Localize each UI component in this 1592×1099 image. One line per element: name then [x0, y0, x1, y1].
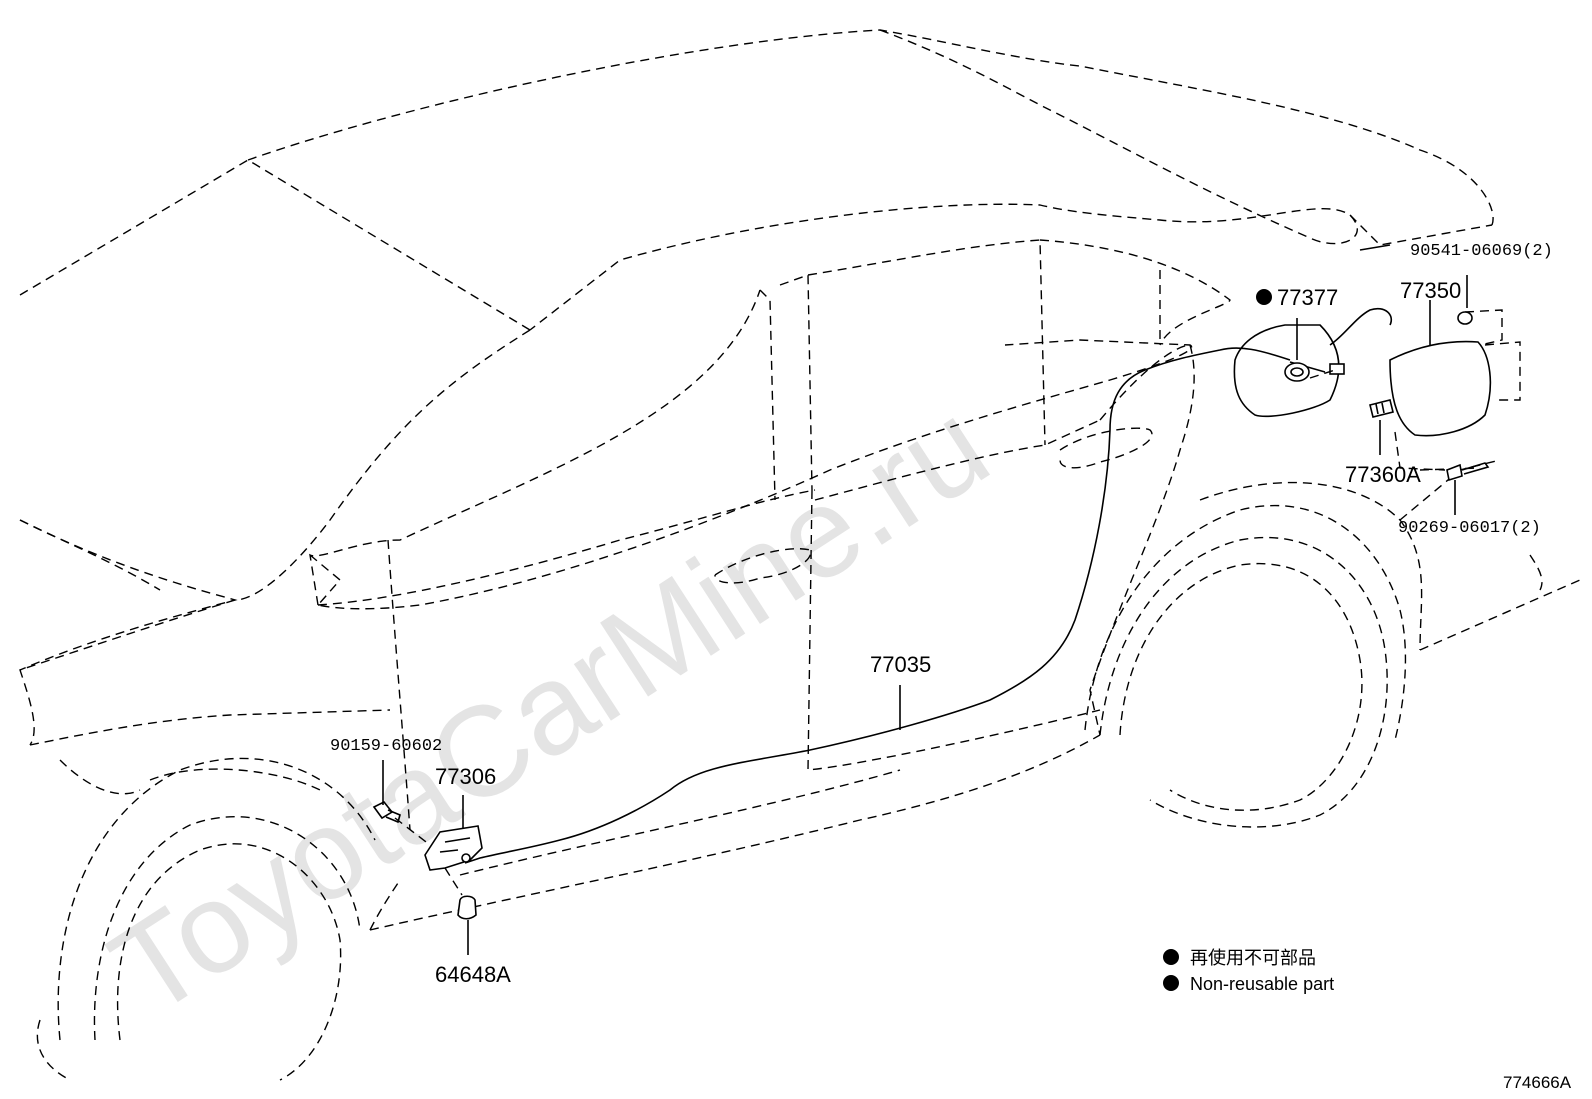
label-77360A: 77360A	[1345, 462, 1421, 487]
callout-labels: 90541-06069(2) 77377 77350 77360A 90269-…	[330, 242, 1553, 987]
retainer-part	[457, 895, 477, 920]
spring-part	[1369, 399, 1394, 418]
bolt-part	[372, 800, 401, 824]
fuel-lid-housing	[1233, 324, 1340, 418]
non-reusable-marker	[1256, 289, 1272, 305]
label-77035: 77035	[870, 652, 931, 677]
label-90269: 90269-06017(2)	[1398, 519, 1541, 538]
legend: 再使用不可部品 Non-reusable part	[1163, 948, 1334, 994]
legend-japanese: 再使用不可部品	[1190, 948, 1316, 968]
grommet-part	[1284, 362, 1310, 382]
fuel-filler-door	[1389, 340, 1492, 437]
screw-part	[1446, 462, 1490, 482]
lever-assembly	[424, 825, 483, 871]
diagram-code: 774666A	[1503, 1073, 1572, 1092]
label-77377: 77377	[1277, 285, 1338, 310]
label-77306: 77306	[435, 764, 496, 789]
windows-pillars	[309, 239, 1231, 606]
legend-bullet-2	[1163, 975, 1179, 991]
clip-part	[1457, 311, 1473, 325]
legend-bullet-1	[1163, 949, 1179, 965]
label-77350: 77350	[1400, 278, 1461, 303]
label-90159: 90159-60602	[330, 737, 442, 756]
car-body-outline	[19, 29, 1494, 795]
front-wheel	[36, 757, 376, 1081]
label-90541: 90541-06069(2)	[1410, 242, 1553, 261]
rocker-panel	[369, 734, 1101, 931]
leader-lines	[382, 244, 1468, 955]
watermark-text: ToyotaCarMine.ru	[87, 373, 1012, 1043]
assembly-connectors	[394, 369, 1446, 896]
label-64648A: 64648A	[435, 962, 511, 987]
legend-english: Non-reusable part	[1190, 974, 1334, 994]
rear-wheel	[1084, 459, 1581, 828]
